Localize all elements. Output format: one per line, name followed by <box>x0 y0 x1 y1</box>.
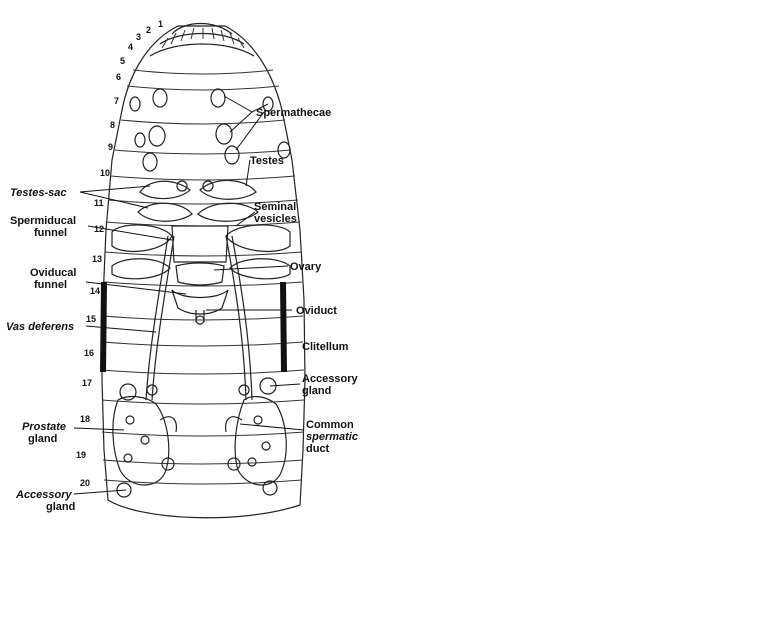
segment-number: 11 <box>94 198 104 208</box>
prostate-gland-organs <box>113 397 286 485</box>
segment-number: 17 <box>82 378 92 388</box>
segment-number: 8 <box>110 120 115 130</box>
label-prostate-gland-1: Prostate <box>22 421 66 433</box>
label-common-spermatic-duct-1: Common <box>306 419 354 431</box>
seminal-vesicle-organs <box>112 225 290 279</box>
segment-groove <box>127 86 279 90</box>
segment-number: 13 <box>92 254 102 264</box>
label-spermathecae: Spermathecae <box>256 107 331 119</box>
segment-groove <box>102 370 304 374</box>
segment-groove <box>102 432 304 436</box>
label-spermiducal-funnel-2: funnel <box>34 227 67 239</box>
label-oviducal-funnel-1: Oviducal <box>30 267 76 279</box>
label-oviduct: Oviduct <box>296 305 337 317</box>
clitellum-bands <box>103 282 284 372</box>
segment-number: 14 <box>90 286 100 296</box>
segment-grooves <box>102 70 304 484</box>
label-common-spermatic-duct-3: duct <box>306 443 330 455</box>
label-accessory-gland-right-2: gland <box>302 385 331 397</box>
vas-deferens-ducts <box>146 236 252 400</box>
label-clitellum: Clitellum <box>302 341 349 353</box>
segment-number: 5 <box>120 56 125 66</box>
segment-groove <box>121 120 285 124</box>
segment-number: 16 <box>84 348 94 358</box>
label-common-spermatic-duct-2: spermatic <box>306 431 358 443</box>
segment-number: 12 <box>94 224 104 234</box>
ovary-oviduct-structure <box>172 226 228 324</box>
segment-number: 3 <box>136 32 141 42</box>
segment-groove <box>115 150 291 154</box>
segment-number: 9 <box>108 142 113 152</box>
segment-number: 15 <box>86 314 96 324</box>
segment-number: 10 <box>100 168 110 178</box>
label-accessory-gland-left-1: Accessory <box>15 489 73 501</box>
label-ovary: Ovary <box>290 261 322 273</box>
segment-groove <box>111 176 295 180</box>
testes-sac-organs <box>138 180 258 221</box>
label-seminal-vesicles-2: vesicles <box>254 213 297 225</box>
segment-number: 19 <box>76 450 86 460</box>
label-spermiducal-funnel-1: Spermiducal <box>10 215 76 227</box>
label-testes: Testes <box>250 155 284 167</box>
label-testes-sac: Testes-sac <box>10 187 66 199</box>
label-prostate-gland-2: gland <box>28 433 57 445</box>
segment-groove <box>105 252 301 256</box>
segment-number: 7 <box>114 96 119 106</box>
segment-number: 6 <box>116 72 121 82</box>
segment-number: 4 <box>128 42 133 52</box>
segment-number: 18 <box>80 414 90 424</box>
segment-number: 2 <box>146 25 151 35</box>
label-seminal-vesicles-1: Seminal <box>254 201 296 213</box>
segment-groove <box>133 70 273 74</box>
label-accessory-gland-right-1: Accessory <box>302 373 359 385</box>
segment-groove <box>103 460 303 464</box>
segment-number: 20 <box>80 478 90 488</box>
segment-groove <box>103 342 303 346</box>
label-oviducal-funnel-2: funnel <box>34 279 67 291</box>
segment-number: 1 <box>158 19 163 29</box>
label-accessory-gland-left-2: gland <box>46 501 75 513</box>
label-vas-deferens: Vas deferens <box>6 321 74 333</box>
